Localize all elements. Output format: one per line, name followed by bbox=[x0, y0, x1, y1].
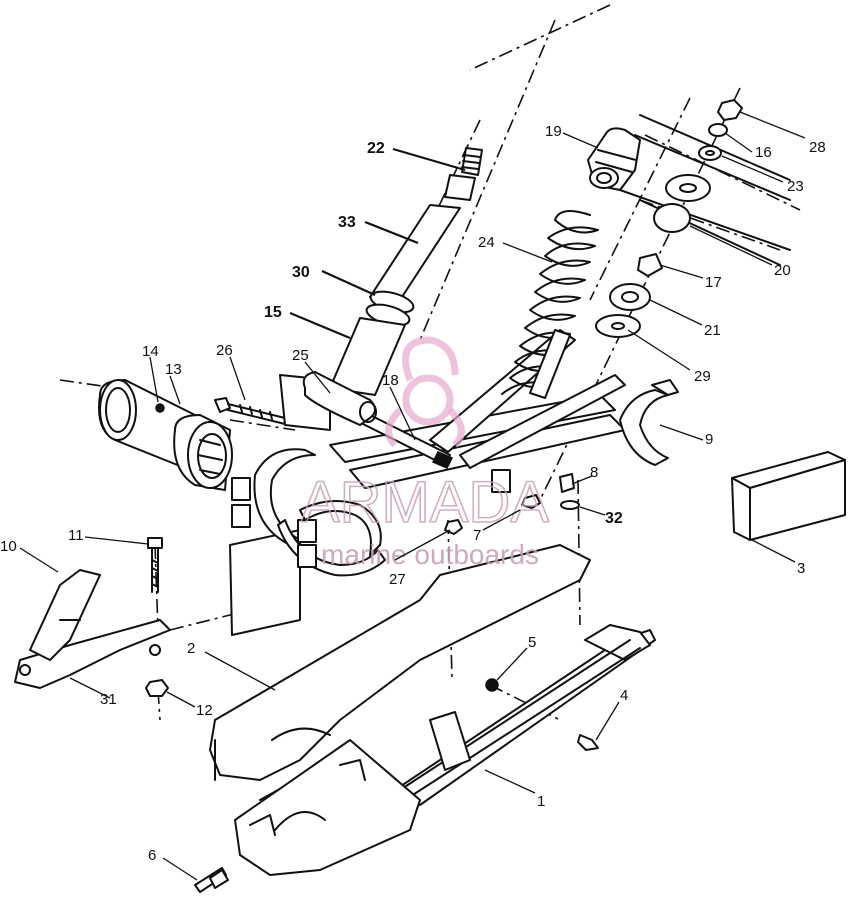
callout-12: 12 bbox=[196, 702, 213, 719]
callout-26: 26 bbox=[216, 342, 233, 359]
callout-5: 5 bbox=[528, 634, 536, 651]
callout-20: 20 bbox=[774, 262, 791, 279]
callout-13: 13 bbox=[165, 361, 182, 378]
callout-27: 27 bbox=[389, 571, 406, 588]
callout-10: 10 bbox=[0, 538, 17, 555]
callout-1: 1 bbox=[537, 793, 545, 810]
callout-29: 29 bbox=[694, 368, 711, 385]
watermark-brand: ARMADA bbox=[301, 470, 549, 535]
callout-28: 28 bbox=[809, 139, 826, 156]
callout-14: 14 bbox=[142, 343, 159, 360]
callout-11: 11 bbox=[68, 527, 84, 544]
callout-3: 3 bbox=[797, 560, 805, 577]
callout-32: 32 bbox=[605, 510, 623, 527]
callout-19: 19 bbox=[545, 123, 562, 140]
fasteners bbox=[145, 397, 599, 893]
callout-30: 30 bbox=[292, 264, 310, 281]
callout-6: 6 bbox=[148, 847, 156, 864]
watermark-tagline: marine outboards bbox=[321, 539, 539, 570]
callout-18: 18 bbox=[382, 372, 399, 389]
callout-15: 15 bbox=[264, 304, 282, 321]
callout-8: 8 bbox=[590, 464, 598, 481]
main-frame bbox=[231, 329, 679, 577]
leader-lines bbox=[19, 111, 806, 881]
watermark-logo-icon bbox=[385, 336, 465, 448]
callout-17: 17 bbox=[705, 274, 722, 291]
callout-33: 33 bbox=[338, 214, 356, 231]
watermark: ARMADA marine outboards bbox=[300, 336, 550, 570]
callout-31: 31 bbox=[100, 691, 117, 708]
callout-23: 23 bbox=[787, 178, 804, 195]
callout-4: 4 bbox=[620, 687, 628, 704]
square-tube bbox=[731, 451, 846, 541]
callout-22: 22 bbox=[367, 140, 385, 157]
spring-assembly bbox=[501, 99, 791, 399]
roller-axle bbox=[98, 379, 233, 491]
callout-7: 7 bbox=[473, 527, 481, 544]
callout-25: 25 bbox=[292, 347, 309, 364]
callout-9: 9 bbox=[705, 431, 713, 448]
callout-21: 21 bbox=[704, 322, 721, 339]
callout-24: 24 bbox=[478, 234, 495, 251]
front-bracket bbox=[14, 569, 171, 689]
callout-16: 16 bbox=[755, 144, 772, 161]
shock-absorber bbox=[302, 147, 483, 426]
callout-2: 2 bbox=[187, 640, 195, 657]
slide-rail-assembly bbox=[209, 529, 656, 876]
callout-labels: 1 2 3 4 5 6 7 8 9 10 11 12 13 14 15 16 1… bbox=[0, 123, 826, 864]
